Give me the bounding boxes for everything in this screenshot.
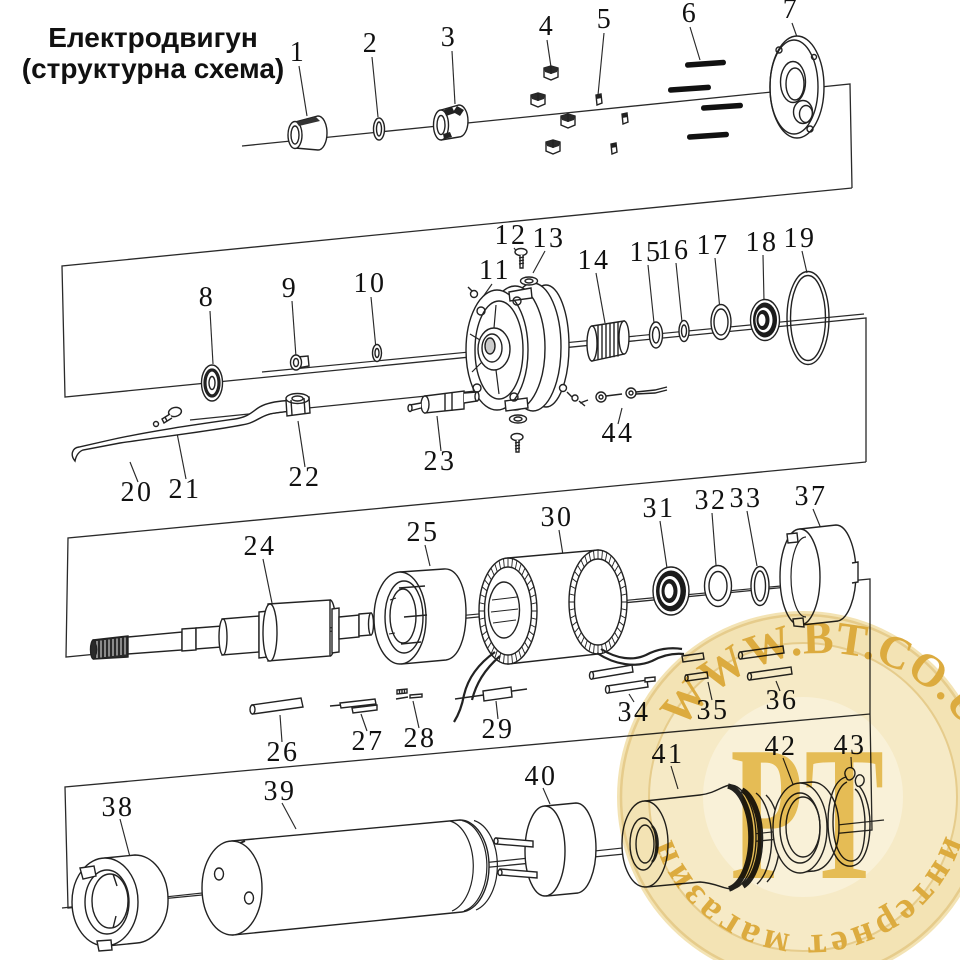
svg-text:7: 7	[783, 0, 800, 25]
svg-text:37: 37	[795, 481, 828, 512]
svg-text:8: 8	[199, 282, 216, 313]
svg-text:23: 23	[424, 446, 457, 477]
svg-text:6: 6	[682, 0, 699, 29]
svg-text:9: 9	[282, 273, 299, 304]
svg-text:31: 31	[643, 493, 676, 524]
svg-text:32: 32	[695, 485, 728, 516]
svg-text:4: 4	[539, 11, 556, 42]
svg-text:21: 21	[169, 474, 202, 505]
svg-text:5: 5	[597, 4, 614, 35]
svg-text:25: 25	[407, 517, 440, 548]
svg-text:15: 15	[630, 237, 663, 268]
svg-text:20: 20	[121, 477, 154, 508]
svg-text:30: 30	[541, 502, 574, 533]
svg-text:12: 12	[495, 220, 528, 251]
svg-text:28: 28	[404, 723, 437, 754]
svg-text:26: 26	[267, 737, 300, 768]
svg-text:3: 3	[441, 22, 458, 53]
svg-text:РТ: РТ	[730, 707, 884, 920]
svg-text:22: 22	[289, 462, 322, 493]
svg-text:1: 1	[290, 37, 307, 68]
svg-text:33: 33	[730, 483, 763, 514]
svg-text:16: 16	[658, 235, 691, 266]
svg-text:10: 10	[354, 268, 387, 299]
svg-text:40: 40	[525, 761, 558, 792]
svg-text:18: 18	[746, 227, 779, 258]
svg-text:13: 13	[533, 223, 566, 254]
svg-text:39: 39	[264, 776, 297, 807]
svg-text:19: 19	[784, 223, 817, 254]
svg-text:27: 27	[352, 726, 385, 757]
svg-text:29: 29	[482, 714, 515, 745]
svg-text:24: 24	[244, 531, 277, 562]
svg-text:14: 14	[578, 245, 611, 276]
svg-text:38: 38	[102, 792, 135, 823]
svg-text:17: 17	[697, 230, 730, 261]
svg-text:11: 11	[479, 255, 511, 286]
svg-text:44: 44	[602, 418, 635, 449]
svg-text:2: 2	[363, 28, 380, 59]
